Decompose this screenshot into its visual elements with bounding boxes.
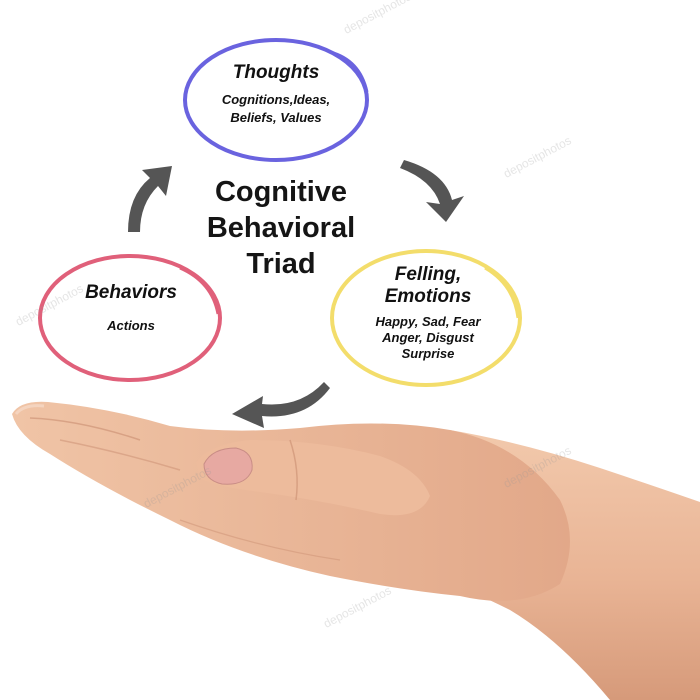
center-title-line: Triad <box>246 248 316 280</box>
center-title-line: Behavioral <box>206 212 356 244</box>
thoughts-detail: Beliefs, Values <box>230 110 322 125</box>
emotions-node-text: Felling, Emotions Happy, Sad, Fear Anger… <box>340 264 516 362</box>
behaviors-title: Behaviors <box>85 282 177 303</box>
thoughts-circle <box>183 38 369 162</box>
center-title-line: Cognitive <box>214 176 348 208</box>
open-hand-illustration <box>12 401 700 700</box>
emotions-detail: Surprise <box>401 346 455 361</box>
thoughts-node-text: Thoughts Cognitions,Ideas, Beliefs, Valu… <box>196 62 356 126</box>
behaviors-detail: Actions <box>107 318 155 333</box>
curved-arrow-behaviors-to-thoughts-icon <box>128 166 172 232</box>
behaviors-node-text: Behaviors Actions <box>56 282 206 334</box>
emotions-title: Felling, <box>394 264 462 285</box>
emotions-circle <box>330 249 522 387</box>
behaviors-circle <box>38 254 222 382</box>
curved-arrow-thoughts-to-emotions-icon <box>400 160 464 222</box>
center-title: Cognitive Behavioral Triad <box>176 174 386 282</box>
emotions-detail: Happy, Sad, Fear <box>375 314 481 329</box>
emotions-title: Emotions <box>384 286 472 307</box>
thoughts-detail: Cognitions,Ideas, <box>221 92 331 107</box>
emotions-detail: Anger, Disgust <box>382 330 474 345</box>
curved-arrow-emotions-to-behaviors-icon <box>232 382 330 428</box>
thoughts-title: Thoughts <box>232 62 320 83</box>
